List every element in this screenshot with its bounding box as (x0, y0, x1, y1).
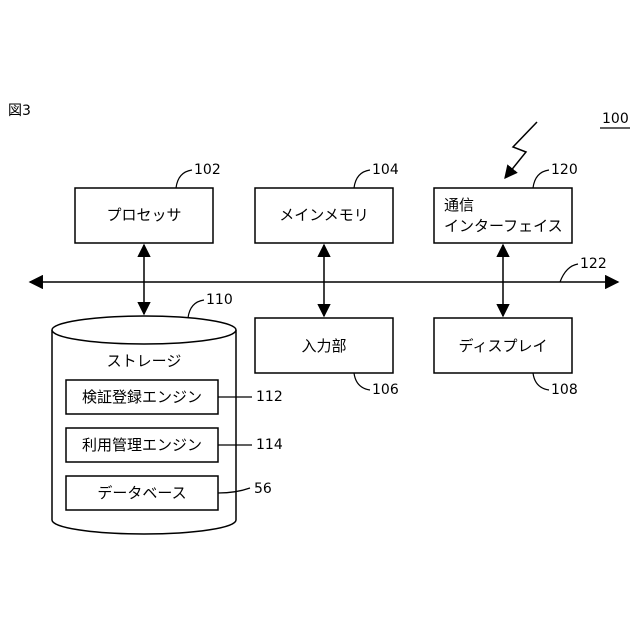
ref-56: 56 (254, 481, 272, 497)
leader-102 (176, 170, 192, 188)
storage-item-label: データベース (66, 484, 218, 502)
ref-106: 106 (372, 382, 399, 398)
storage-label: ストレージ (52, 352, 236, 370)
system-ref: 100 (602, 111, 629, 127)
leader-106 (354, 373, 370, 390)
lightning-bolt-icon (505, 122, 537, 178)
leader-110 (188, 300, 204, 318)
leader-120 (533, 170, 549, 188)
ref-114: 114 (256, 437, 283, 453)
display-label: ディスプレイ (434, 337, 572, 355)
leader-122 (560, 264, 578, 282)
main-memory-label: メインメモリ (255, 206, 393, 224)
processor-label: プロセッサ (75, 206, 213, 224)
comm-interface-label-line2: インターフェイス (444, 217, 563, 235)
figure-label: 図3 (8, 103, 31, 119)
comm-interface-label-line1: 通信 (444, 196, 474, 214)
ref-110: 110 (206, 292, 233, 308)
ref-108: 108 (551, 382, 578, 398)
input-unit-label: 入力部 (255, 337, 393, 355)
storage-item-label: 検証登録エンジン (66, 388, 218, 406)
ref-120: 120 (551, 162, 578, 178)
storage-cylinder-top (52, 316, 236, 344)
ref-122: 122 (580, 256, 607, 272)
leader-108 (533, 373, 549, 390)
leader-104 (354, 170, 370, 188)
ref-104: 104 (372, 162, 399, 178)
storage-item-label: 利用管理エンジン (66, 436, 218, 454)
ref-112: 112 (256, 389, 283, 405)
ref-102: 102 (194, 162, 221, 178)
